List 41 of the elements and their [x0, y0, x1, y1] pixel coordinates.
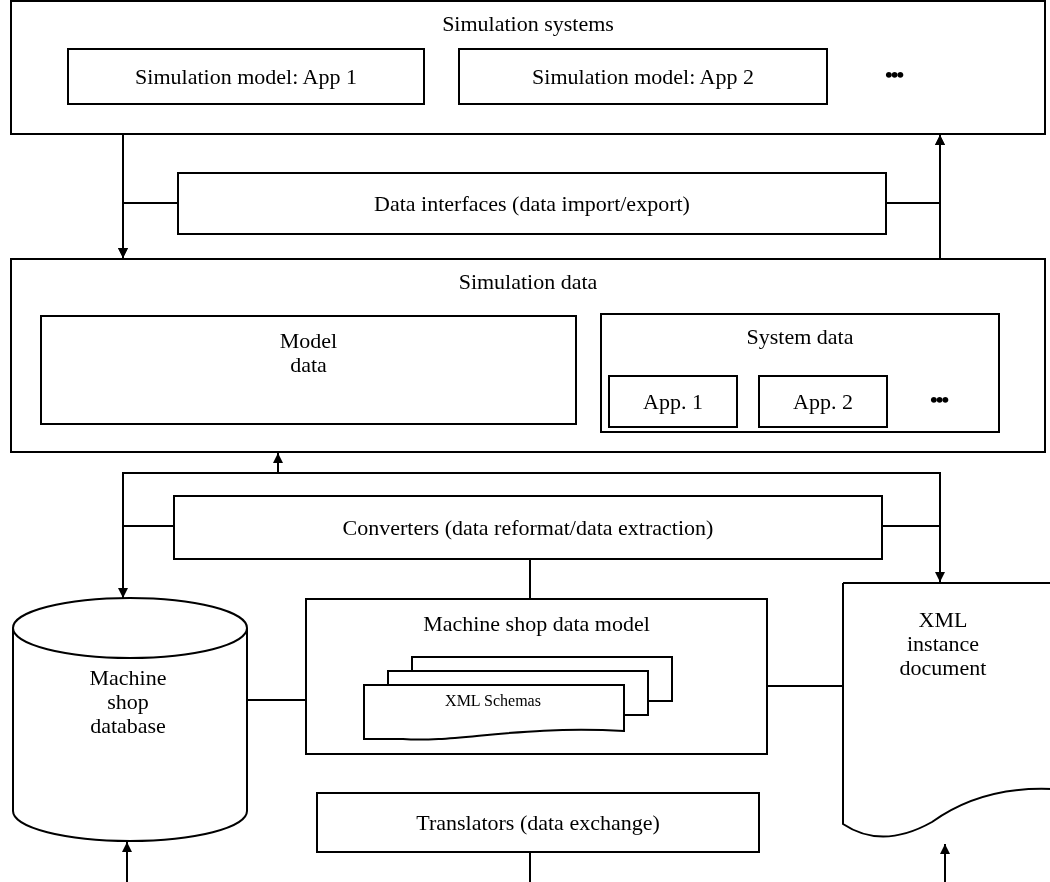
database-cylinder	[12, 598, 248, 842]
node-label: Translators (data exchange)	[415, 810, 661, 835]
node-label: Model data	[278, 329, 339, 378]
node-label: App. 1	[642, 389, 704, 414]
container-box	[10, 258, 1046, 453]
node-label: Machine shop data model	[422, 612, 651, 637]
arrow	[122, 452, 941, 527]
node-label: XML Schemas	[444, 692, 542, 710]
process-box	[758, 375, 888, 428]
node-label: Machine shop database	[88, 666, 168, 739]
node-label: Simulation model: App 2	[531, 64, 755, 89]
process-box	[177, 172, 887, 235]
connector-line	[529, 559, 531, 599]
container-box	[10, 0, 1046, 135]
arrow	[886, 134, 945, 204]
ellipsis-mark: •••	[930, 387, 948, 413]
process-box	[67, 48, 425, 105]
process-box	[608, 375, 738, 428]
node-label: Simulation model: App 1	[134, 64, 358, 89]
node-label: Data interfaces (data import/export)	[373, 191, 691, 216]
process-box	[458, 48, 828, 105]
node-label: XML instance document	[898, 608, 988, 681]
container-box	[305, 598, 768, 755]
connector-line	[529, 852, 531, 882]
node-label: Simulation data	[457, 270, 599, 295]
process-box	[600, 313, 1000, 433]
node-label: System data	[745, 325, 855, 350]
arrow	[122, 841, 132, 882]
node-label: Simulation systems	[441, 12, 615, 37]
node-label: App. 2	[792, 389, 854, 414]
process-box	[40, 315, 577, 425]
connector-line	[247, 699, 306, 701]
process-box	[316, 792, 760, 853]
node-label: Converters (data reformat/data extraction)	[341, 515, 715, 540]
ellipsis-mark: •••	[885, 62, 903, 88]
process-box	[173, 495, 883, 560]
arrow	[118, 525, 174, 599]
connector-line	[767, 685, 843, 687]
arrow	[118, 202, 178, 259]
arrow	[940, 843, 950, 882]
arrow	[882, 525, 945, 583]
